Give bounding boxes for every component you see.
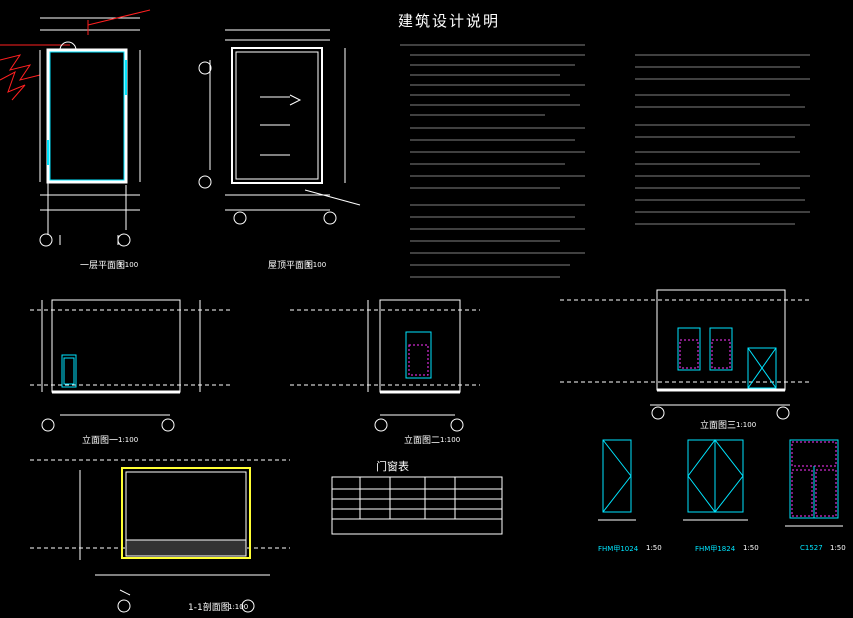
elevation-3-label: 立面图三	[700, 421, 737, 431]
roof-plan	[209, 29, 361, 211]
section-1-1	[30, 459, 290, 596]
door-table-title: 门窗表	[376, 460, 409, 473]
page-title: 建筑设计说明	[398, 12, 501, 30]
floor-plan-scale: 1:100	[118, 261, 139, 269]
door-scale-3: 1:50	[830, 544, 846, 552]
door-label-2: FHM甲1824	[695, 545, 736, 553]
door-label-3: C1527	[800, 544, 823, 552]
door-details	[598, 439, 843, 527]
door-label-1: FHM甲1024	[598, 545, 639, 553]
elevation-2	[290, 299, 480, 416]
elevation-3-scale: 1:100	[736, 421, 757, 429]
roof-plan-scale: 1:100	[306, 261, 327, 269]
floor-plan	[0, 9, 151, 245]
design-notes	[400, 44, 810, 278]
door-scale-2: 1:50	[743, 544, 759, 552]
elevation-2-label: 立面图二	[404, 436, 441, 446]
elevation-1-label: 立面图一	[82, 436, 119, 446]
roof-plan-label: 屋顶平面图	[268, 261, 314, 271]
section-label: 1-1剖面图	[188, 603, 230, 613]
elevation-3	[560, 289, 810, 406]
elevation-1	[30, 299, 230, 416]
axis-bubbles	[39, 61, 790, 613]
elevation-1-scale: 1:100	[118, 436, 139, 444]
door-window-table	[331, 476, 503, 535]
door-scale-1: 1:50	[646, 544, 662, 552]
section-scale: 1:100	[228, 603, 249, 611]
floor-plan-label: 一层平面图	[80, 261, 126, 271]
elevation-2-scale: 1:100	[440, 436, 461, 444]
